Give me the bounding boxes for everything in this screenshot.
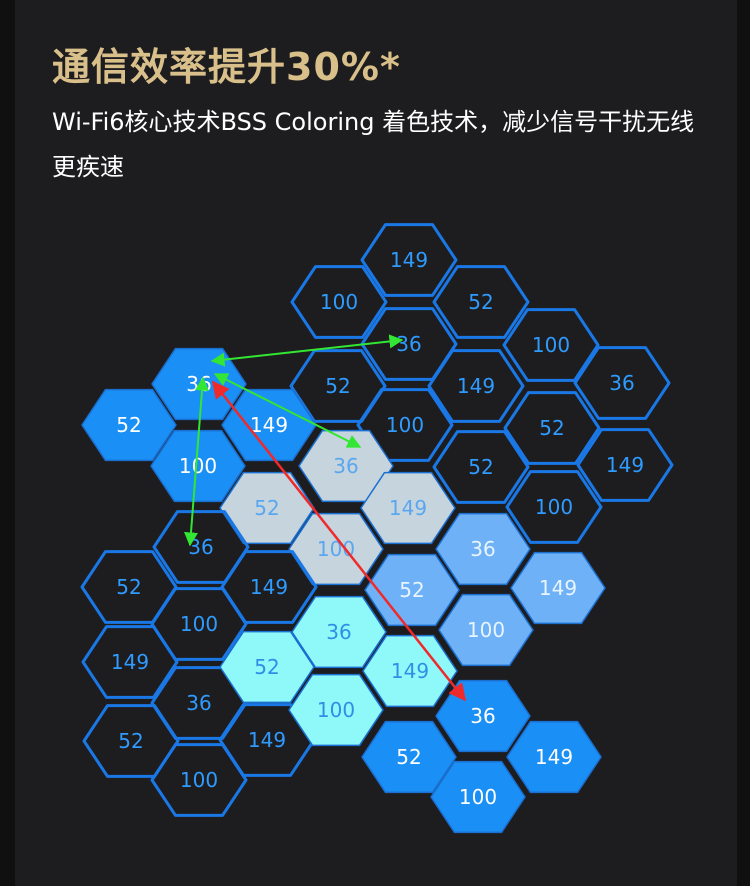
hex-cell: 149 [81, 625, 179, 699]
hex-channel-label: 36 [470, 704, 495, 728]
hex-cell: 36 [435, 512, 531, 586]
hex-channel-label: 149 [248, 728, 286, 752]
hex-channel-label: 149 [390, 248, 428, 272]
hex-channel-label: 36 [609, 371, 634, 395]
hex-cell: 36 [435, 679, 531, 753]
hex-cell: 100 [430, 760, 526, 834]
hex-cell: 149 [510, 551, 606, 625]
hex-shape [361, 720, 457, 794]
hex-shape [505, 470, 603, 544]
hex-channel-label: 36 [188, 535, 213, 559]
hex-cell: 149 [576, 428, 674, 502]
hex-cell: 52 [361, 720, 457, 794]
hex-channel-label: 36 [333, 454, 358, 478]
hex-cell: 100 [505, 470, 603, 544]
hex-cell: 149 [360, 223, 458, 297]
hex-channel-label: 52 [468, 290, 493, 314]
hex-channel-label: 149 [250, 575, 288, 599]
hex-cell: 100 [438, 593, 534, 667]
hex-cell: 52 [503, 391, 601, 465]
hex-channel-label: 100 [532, 333, 570, 357]
hex-channel-label: 36 [186, 372, 211, 396]
hex-channel-label: 52 [116, 413, 141, 437]
hex-cell: 52 [82, 704, 180, 778]
hex-channel-label: 149 [535, 745, 573, 769]
hex-channel-label: 100 [535, 495, 573, 519]
hex-channel-label: 52 [396, 745, 421, 769]
interference-arrow-red [211, 380, 467, 702]
hex-shape [432, 265, 530, 339]
page-subtitle: Wi-Fi6核心技术BSS Coloring 着色技术，减少信号干扰无线更疾速 [52, 108, 695, 181]
hex-shape [510, 551, 606, 625]
hex-channel-label: 36 [470, 537, 495, 561]
hex-shape [503, 391, 601, 465]
interference-arrow-green [183, 376, 210, 547]
hex-channel-label: 52 [325, 374, 350, 398]
hex-channel-label: 149 [391, 659, 429, 683]
hex-channel-label: 149 [457, 374, 495, 398]
hex-cell: 36 [573, 346, 671, 420]
hex-channel-label: 149 [389, 496, 427, 520]
hex-channel-label: 52 [539, 416, 564, 440]
hex-cell: 100 [150, 743, 248, 817]
hex-cell: 100 [502, 308, 600, 382]
hex-shape [502, 308, 600, 382]
hex-channel-label: 52 [118, 729, 143, 753]
hex-channel-label: 36 [186, 691, 211, 715]
hex-shape [506, 720, 602, 794]
hex-shape [218, 703, 316, 777]
hex-channel-label: 36 [326, 620, 351, 644]
hex-channel-label: 100 [386, 413, 424, 437]
hex-cell: 100 [288, 673, 384, 747]
hex-channel-label: 100 [317, 698, 355, 722]
hex-channel-label: 100 [320, 290, 358, 314]
hex-channel-label: 52 [254, 496, 279, 520]
hex-channel-label: 100 [317, 537, 355, 561]
hex-cell: 52 [432, 265, 530, 339]
hex-cell: 149 [218, 703, 316, 777]
hex-shape [576, 428, 674, 502]
hex-channel-label: 52 [399, 578, 424, 602]
hex-channel-label: 100 [459, 785, 497, 809]
hex-cell: 52 [81, 388, 177, 462]
hex-channel-label: 149 [250, 413, 288, 437]
hex-channel-label: 149 [111, 650, 149, 674]
interference-arrow-green [210, 334, 404, 367]
hex-cell: 149 [506, 720, 602, 794]
hex-channel-label: 52 [116, 575, 141, 599]
hex-channel-label: 100 [180, 768, 218, 792]
hex-channel-label: 149 [606, 453, 644, 477]
hex-channel-label: 149 [539, 576, 577, 600]
hex-shape [81, 388, 177, 462]
hex-channel-label: 52 [254, 655, 279, 679]
hex-shape [360, 223, 458, 297]
hex-shape [573, 346, 671, 420]
hex-channel-label: 100 [179, 454, 217, 478]
hex-shape [81, 625, 179, 699]
page-title: 通信效率提升30%* [52, 45, 401, 89]
hex-channel-label: 100 [180, 612, 218, 636]
hex-shape [430, 760, 526, 834]
hex-channel-label: 52 [468, 455, 493, 479]
hex-channel-label: 100 [467, 618, 505, 642]
hex-channel-label: 36 [396, 332, 421, 356]
